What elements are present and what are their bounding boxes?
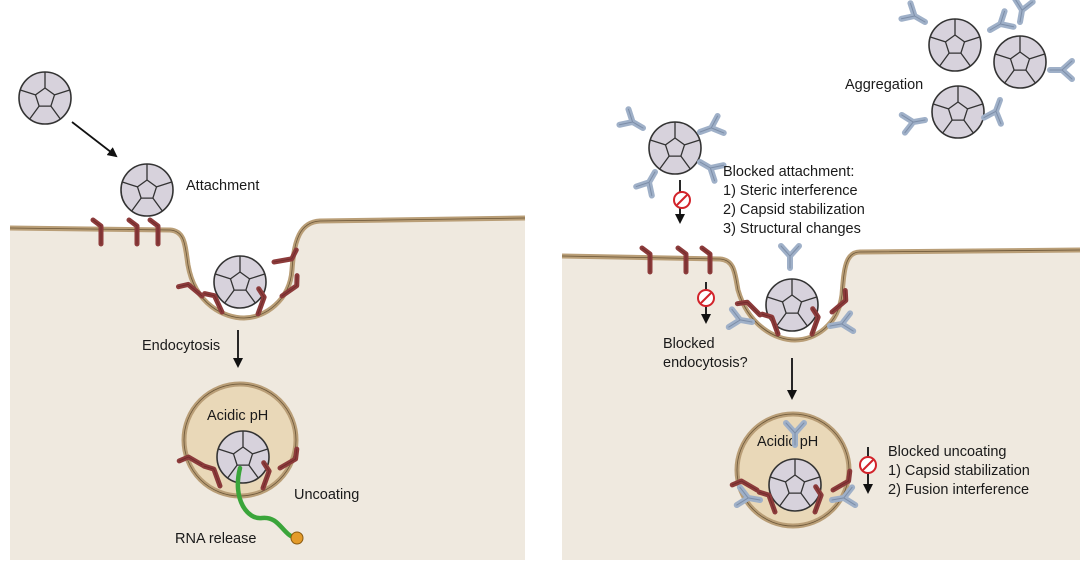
attachment-label: Attachment bbox=[186, 178, 259, 194]
uncoating-label: Uncoating bbox=[294, 487, 359, 503]
blocked-attachment-item: 3) Structural changes bbox=[723, 221, 861, 237]
left-acidic-label: Acidic pH bbox=[207, 408, 268, 424]
rna-cap bbox=[290, 531, 304, 545]
aggregation-cluster bbox=[901, 0, 1072, 139]
right-cytoplasm bbox=[562, 250, 1080, 560]
blocked-endocytosis-line2: endocytosis? bbox=[663, 355, 748, 371]
rna-strand bbox=[235, 465, 299, 541]
block-symbol-icon bbox=[673, 191, 691, 209]
antibody bbox=[619, 109, 647, 136]
left-panel: Attachment Endocytosis Acidic pH Uncoati… bbox=[9, 71, 526, 560]
pit-virus-capsid bbox=[213, 255, 267, 309]
free-virus-capsid bbox=[18, 71, 72, 125]
attached-virus-capsid bbox=[120, 163, 174, 217]
right-panel: Aggregation Blocked attachment: 1) Steri… bbox=[561, 0, 1081, 560]
right-acidic-label: Acidic pH bbox=[757, 434, 818, 450]
blocked-uncoating-item: 2) Fusion interference bbox=[888, 482, 1029, 498]
antibody bbox=[636, 168, 663, 196]
endocytosis-label: Endocytosis bbox=[142, 338, 220, 354]
blocked-uncoating-title: Blocked uncoating bbox=[888, 444, 1007, 460]
endosome-virus-capsid bbox=[768, 458, 822, 512]
blocked-attachment-item: 1) Steric interference bbox=[723, 183, 858, 199]
approach-arrow bbox=[71, 121, 118, 158]
antibody bbox=[697, 116, 724, 140]
block-symbol-icon bbox=[859, 456, 877, 474]
antibody bbox=[781, 246, 799, 268]
endosome-virus-capsid bbox=[216, 430, 270, 484]
block-symbol-icon bbox=[697, 289, 715, 307]
blocked-attachment-title: Blocked attachment: bbox=[723, 164, 854, 180]
blocked-attachment-item: 2) Capsid stabilization bbox=[723, 202, 865, 218]
blocked-endocytosis-line1: Blocked bbox=[663, 336, 715, 352]
antibody-coated-virus bbox=[648, 121, 702, 175]
blocked-uncoating-item: 1) Capsid stabilization bbox=[888, 463, 1030, 479]
aggregation-label: Aggregation bbox=[845, 77, 923, 93]
rna-release-label: RNA release bbox=[175, 531, 256, 547]
